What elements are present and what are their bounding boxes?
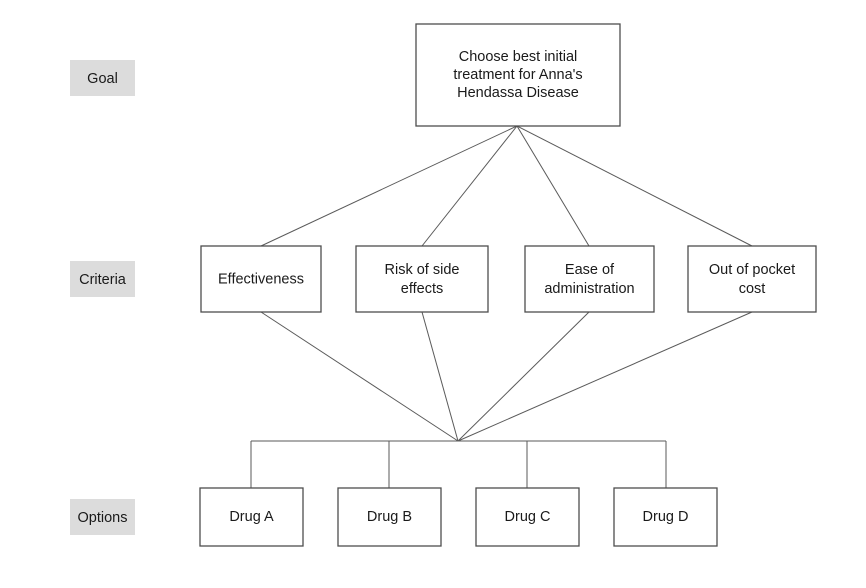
node-criteria-effectiveness[interactable]: Effectiveness bbox=[200, 245, 322, 313]
connectors-junction-to-options bbox=[250, 440, 667, 488]
node-option-drug-d[interactable]: Drug D bbox=[613, 487, 718, 547]
row-label-options-background bbox=[70, 499, 135, 535]
node-option-drug-a[interactable]: Drug A bbox=[199, 487, 304, 547]
node-option-drug-d-label: Drug D bbox=[643, 509, 689, 525]
node-criteria-effectiveness-box[interactable] bbox=[200, 245, 322, 313]
node-criteria-out-of-pocket-cost[interactable]: Out of pocket cost bbox=[687, 245, 817, 313]
connectors-goal-to-criteria bbox=[260, 125, 753, 247]
row-label-goal: Goal bbox=[70, 60, 135, 96]
node-criteria-ease-of-administration-box[interactable] bbox=[524, 245, 655, 313]
node-criteria-out-of-pocket-cost-box[interactable] bbox=[687, 245, 817, 313]
connector-ease-of-administration-to-junction bbox=[457, 311, 590, 442]
node-criteria-out-of-pocket-cost-label-line2: cost bbox=[739, 281, 766, 297]
node-option-drug-a-label: Drug A bbox=[229, 509, 274, 525]
node-option-drug-b[interactable]: Drug B bbox=[337, 487, 442, 547]
node-criteria-risk-of-side-effects[interactable]: Risk of side effects bbox=[355, 245, 489, 313]
connector-effectiveness-to-junction bbox=[260, 311, 459, 442]
node-option-drug-c[interactable]: Drug C bbox=[475, 487, 580, 547]
node-goal[interactable]: Choose best initial treatment for Anna's… bbox=[415, 23, 621, 127]
row-label-goal-text: Goal bbox=[87, 71, 118, 87]
node-criteria-ease-of-administration[interactable]: Ease of administration bbox=[524, 245, 655, 313]
node-criteria-out-of-pocket-cost-label: Out of pocket bbox=[709, 262, 795, 278]
row-label-goal-background bbox=[70, 60, 135, 96]
node-option-drug-a-box[interactable] bbox=[199, 487, 304, 547]
node-option-drug-d-box[interactable] bbox=[613, 487, 718, 547]
node-goal-box[interactable] bbox=[415, 23, 621, 127]
connector-goal-to-out-of-pocket-cost bbox=[516, 125, 753, 247]
node-goal-label-line3: Hendassa Disease bbox=[457, 85, 579, 101]
connector-risk-of-side-effects-to-junction bbox=[421, 311, 459, 442]
node-criteria-risk-of-side-effects-box[interactable] bbox=[355, 245, 489, 313]
row-label-criteria: Criteria bbox=[70, 261, 135, 297]
node-option-drug-c-box[interactable] bbox=[475, 487, 580, 547]
connector-goal-to-risk-of-side-effects bbox=[421, 125, 518, 247]
connector-out-of-pocket-cost-to-junction bbox=[457, 311, 753, 442]
connectors-criteria-to-junction bbox=[260, 311, 753, 442]
node-option-drug-b-box[interactable] bbox=[337, 487, 442, 547]
row-label-criteria-text: Criteria bbox=[79, 272, 127, 288]
row-label-criteria-background bbox=[70, 261, 135, 297]
connector-goal-to-effectiveness bbox=[260, 125, 518, 247]
node-criteria-effectiveness-label: Effectiveness bbox=[218, 271, 304, 287]
connector-goal-to-ease-of-administration bbox=[516, 125, 590, 247]
node-criteria-ease-of-administration-label: Ease of bbox=[565, 262, 615, 278]
node-goal-label-line2: treatment for Anna's bbox=[453, 67, 582, 83]
node-goal-label: Choose best initial bbox=[459, 49, 578, 65]
node-criteria-ease-of-administration-label-line2: administration bbox=[544, 281, 634, 297]
row-label-options: Options bbox=[70, 499, 135, 535]
node-criteria-risk-of-side-effects-label-line2: effects bbox=[401, 281, 443, 297]
node-option-drug-b-label: Drug B bbox=[367, 509, 412, 525]
row-label-options-text: Options bbox=[78, 510, 128, 526]
node-option-drug-c-label: Drug C bbox=[505, 509, 551, 525]
node-criteria-risk-of-side-effects-label: Risk of side bbox=[385, 262, 460, 278]
